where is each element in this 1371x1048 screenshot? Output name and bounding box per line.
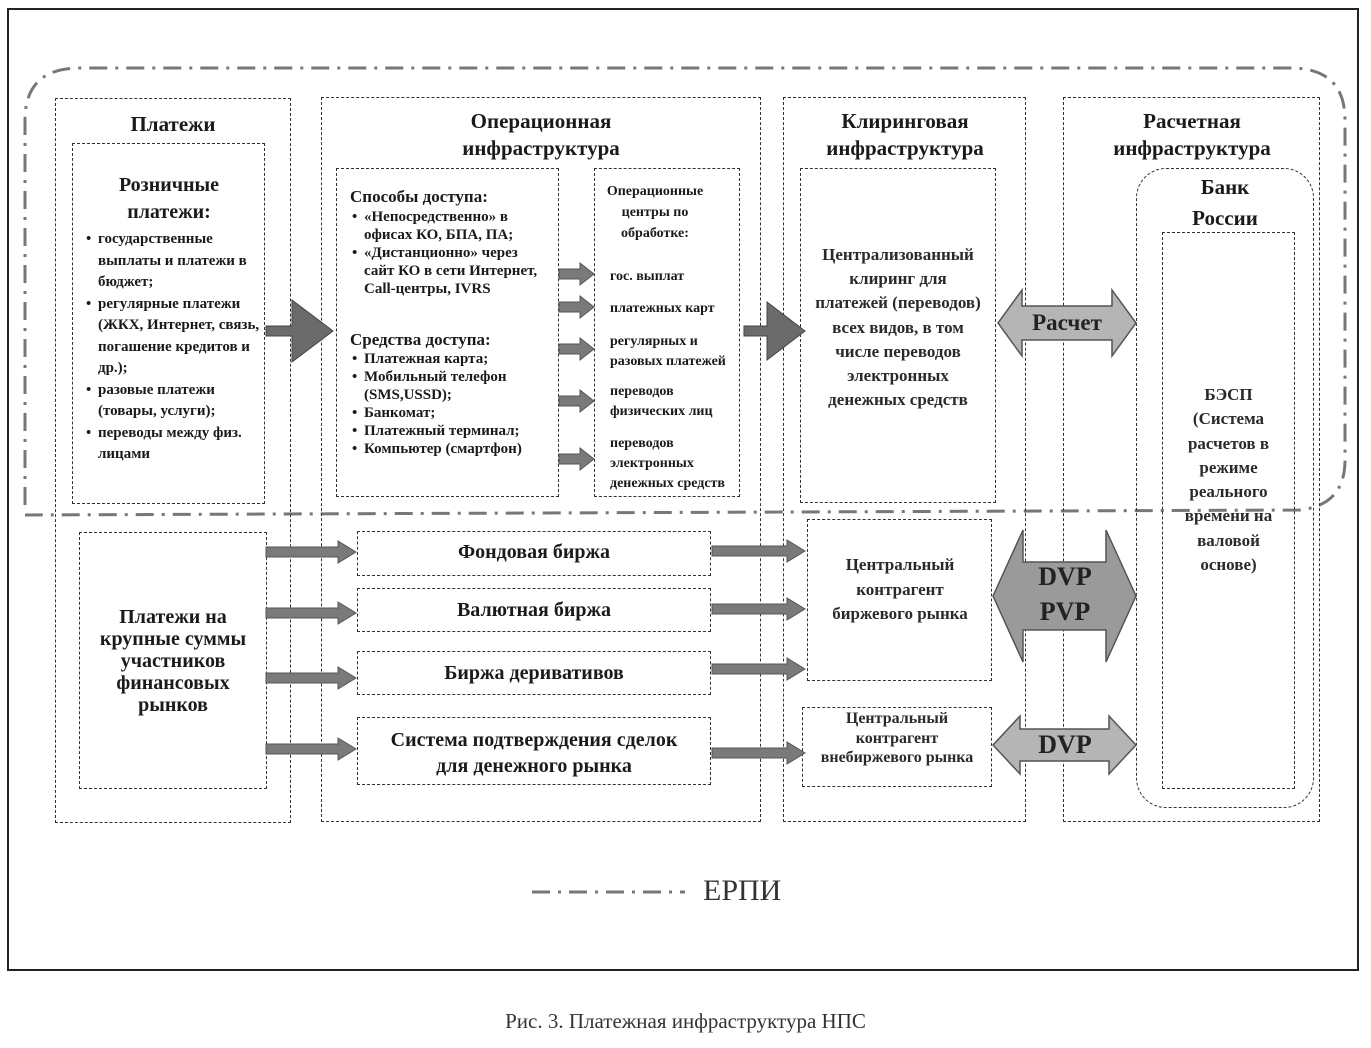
currency-exchange-label: Валютная биржа (456, 599, 612, 621)
ccp-exchange-text: Центральный контрагент биржевого рынка (832, 555, 968, 623)
access-methods-list: «Непосредственно» в офисах КО, БПА, ПА; … (352, 208, 544, 298)
retail-payments-title: Розничные платежи: (118, 174, 220, 223)
dvp-pvp-arrow-label-dvp: DVP (1038, 562, 1092, 591)
clearing-column (783, 97, 1026, 822)
access-means-item: Мобильный телефон (SMS,USSD); (352, 368, 548, 404)
dvp-pvp-arrow-label-pvp: PVP (1039, 597, 1091, 626)
operational-column (321, 97, 761, 822)
money-market-system-box (357, 717, 711, 785)
central-clearing-text: Централизованный клиринг для платежей (п… (815, 245, 981, 410)
access-method-item: «Непосредственно» в офисах КО, БПА, ПА; (352, 208, 544, 244)
derivatives-exchange-label: Биржа деривативов (444, 662, 624, 684)
besp-text: БЭСП (Система расчетов в режиме реальног… (1184, 385, 1273, 575)
dvp-arrow-label: DVP (1038, 730, 1092, 759)
access-methods-title: Способы доступа: (350, 187, 488, 206)
retail-item: регулярные платежи (ЖКХ, Интернет, связь… (86, 294, 264, 380)
access-means-title: Средства доступа: (350, 330, 491, 349)
settlement-column (1063, 97, 1320, 822)
retail-item: разовые платежи (товары, услуги); (86, 380, 264, 423)
op-centers-box (594, 168, 740, 497)
stock-exchange-label: Фондовая биржа (457, 541, 611, 563)
retail-payments-box (72, 143, 265, 504)
diagram-frame (7, 8, 1359, 971)
bank-of-russia-title: Банк России (1192, 175, 1258, 230)
access-means-item: Платежная карта; (352, 350, 548, 368)
large-payments-box (79, 532, 267, 789)
large-payments-text: Платежи на крупные суммы участников фина… (99, 606, 247, 716)
access-means-item: Банкомат; (352, 404, 548, 422)
settlement-column-title: Расчетная инфраструктура (1113, 109, 1271, 160)
payments-column-title: Платежи (130, 112, 216, 136)
op-center-item: переводов электронных денежных средств (610, 436, 725, 491)
access-means-item: Платежный терминал; (352, 422, 548, 440)
op-center-item: переводов физических лиц (610, 384, 713, 419)
access-method-item: «Дистанционно» через сайт КО в сети Инте… (352, 244, 544, 298)
retail-item: государственные выплаты и платежи в бюдж… (86, 229, 264, 294)
besp-box (1162, 232, 1295, 789)
operational-column-title: Операционная инфраструктура (462, 109, 620, 160)
ccp-otc-text: Центральный контрагент внебиржевого рынк… (820, 710, 974, 766)
op-center-item: платежных карт (610, 301, 715, 316)
stock-exchange-box (357, 531, 711, 576)
bank-of-russia-box (1136, 168, 1314, 808)
retail-item: переводы между физ. лицами (86, 423, 264, 466)
access-box (336, 168, 559, 497)
op-center-item: гос. выплат (610, 269, 685, 284)
access-means-list: Платежная карта; Мобильный телефон (SMS,… (352, 350, 548, 458)
currency-exchange-box (357, 588, 711, 632)
payments-column (55, 98, 291, 823)
op-center-item: регулярных и разовых платежей (610, 334, 726, 369)
settlement-arrow-label: Расчет (1032, 310, 1102, 335)
clearing-column-title: Клиринговая инфраструктура (826, 109, 984, 160)
ccp-exchange-box (807, 519, 992, 681)
retail-payments-list: государственные выплаты и платежи в бюдж… (86, 229, 264, 466)
derivatives-exchange-box (357, 651, 711, 695)
op-centers-title: Операционные центры по обработке: (606, 184, 704, 241)
legend-label: ЕРПИ (703, 874, 782, 907)
figure-caption: Рис. 3. Платежная инфраструктура НПС (505, 1009, 866, 1033)
money-market-system-label: Система подтверждения сделок для денежно… (390, 729, 678, 777)
access-means-item: Компьютер (смартфон) (352, 440, 548, 458)
